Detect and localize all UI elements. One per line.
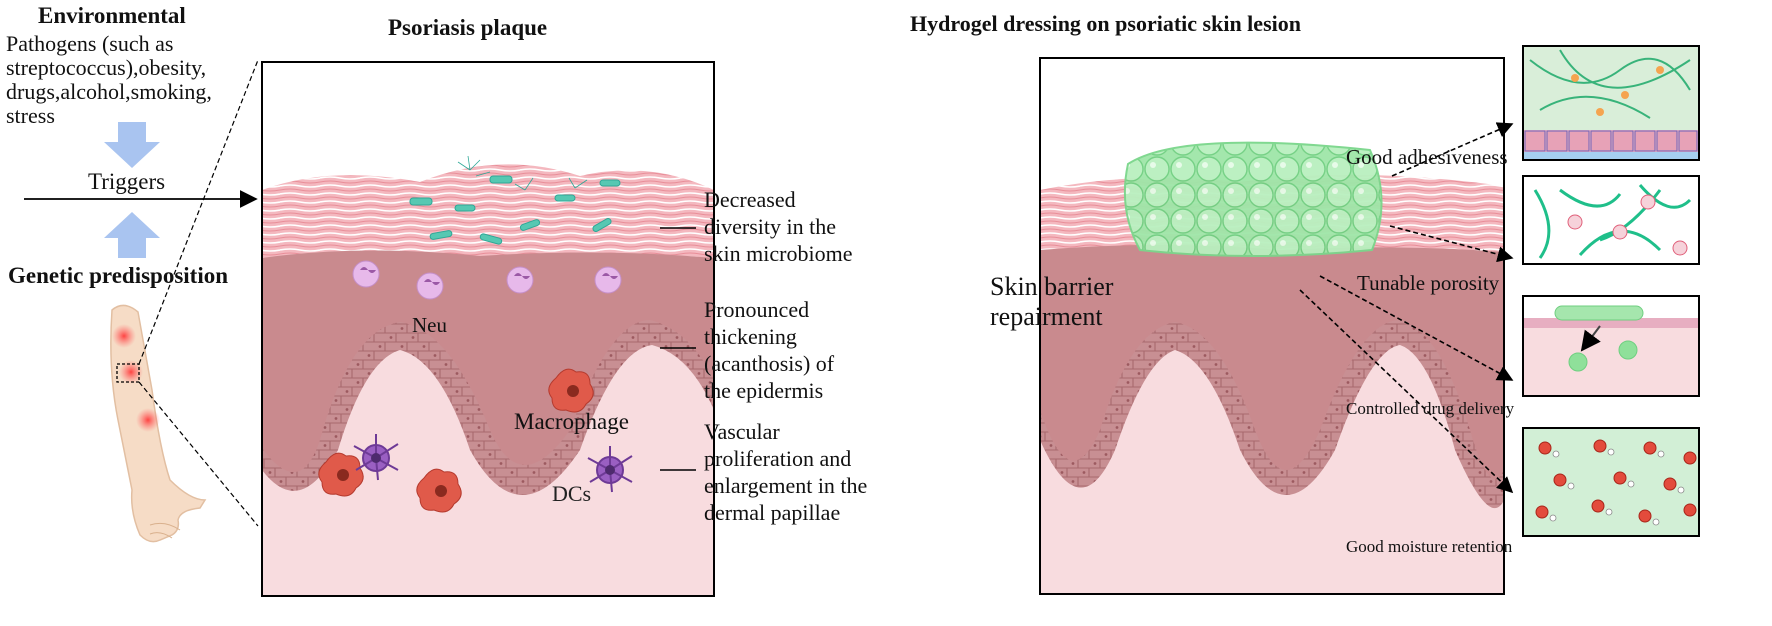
environmental-factors: Pathogens (such as streptococcus),obesit… <box>6 31 212 128</box>
hydrogel-illustration <box>1040 58 1504 594</box>
hydrogel-title: Hydrogel dressing on psoriatic skin lesi… <box>910 11 1301 36</box>
dcs-label: DCs <box>552 481 592 506</box>
plaque-title: Psoriasis plaque <box>388 15 548 40</box>
plaque-illustration <box>262 62 714 596</box>
trigger-arrow-bottom <box>104 212 160 258</box>
neu-label: Neu <box>412 313 447 337</box>
hydrogel-frame <box>1039 57 1505 595</box>
caption-moisture: Good moisture retention <box>1346 537 1513 556</box>
annotation-epidermis: Pronounced thickening (acanthosis) of th… <box>704 297 835 403</box>
panel-drug-delivery <box>1522 295 1700 397</box>
panel-porosity <box>1522 175 1700 265</box>
skin-barrier-label: Skin barrier repairment <box>990 272 1114 331</box>
trigger-arrow-top <box>104 122 160 168</box>
arrow-to-drug-delivery <box>1319 275 1514 381</box>
macrophage-label: Macrophage <box>514 409 629 434</box>
zoom-line-bottom <box>138 381 259 527</box>
arm-illustration <box>110 304 207 543</box>
arrow-to-adhesiveness <box>1391 122 1514 177</box>
environmental-title: Environmental <box>38 3 186 28</box>
genetic-title: Genetic predisposition <box>8 263 229 288</box>
panel-moisture <box>1522 427 1700 537</box>
triggers-label: Triggers <box>88 169 166 194</box>
annotation-dermal: Vascular proliferation and enlargement i… <box>704 419 868 525</box>
panel-adhesiveness <box>1522 45 1700 161</box>
zoom-line-top <box>138 59 259 365</box>
caption-porosity: Tunable porosity <box>1357 271 1500 295</box>
caption-drug-delivery: Controlled drug delivery <box>1346 399 1515 418</box>
caption-adhesiveness: Good adhesiveness <box>1346 145 1508 169</box>
arrow-to-moisture <box>1299 289 1514 494</box>
plaque-frame <box>261 61 715 597</box>
arrow-to-porosity <box>1389 225 1514 263</box>
annotation-microbiome: Decreased diversity in the skin microbio… <box>704 187 853 266</box>
